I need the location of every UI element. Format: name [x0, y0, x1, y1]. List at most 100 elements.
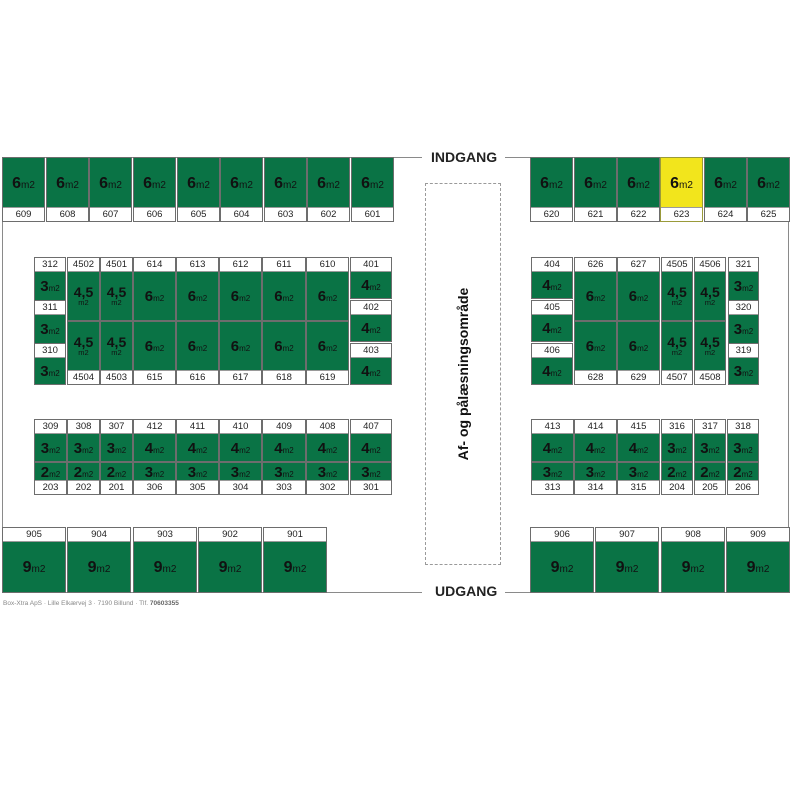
unit-size: 6m2 — [670, 174, 693, 192]
storage-unit-628[interactable]: 628 6m2 — [574, 321, 617, 385]
unit-size: 6m2 — [585, 338, 606, 355]
unit-number: 304 — [220, 480, 261, 494]
unit-size: 3m2 — [40, 363, 60, 380]
unit-number: 628 — [575, 370, 616, 384]
unit-size: 4m2 — [274, 439, 294, 457]
unit-number: 411 — [177, 420, 218, 434]
unit-size: 3m2 — [274, 463, 294, 481]
unit-number: 902 — [199, 528, 261, 542]
unit-size: 2m2 — [733, 463, 753, 481]
unit-number: 622 — [618, 207, 659, 221]
unit-size: 6m2 — [274, 288, 294, 305]
